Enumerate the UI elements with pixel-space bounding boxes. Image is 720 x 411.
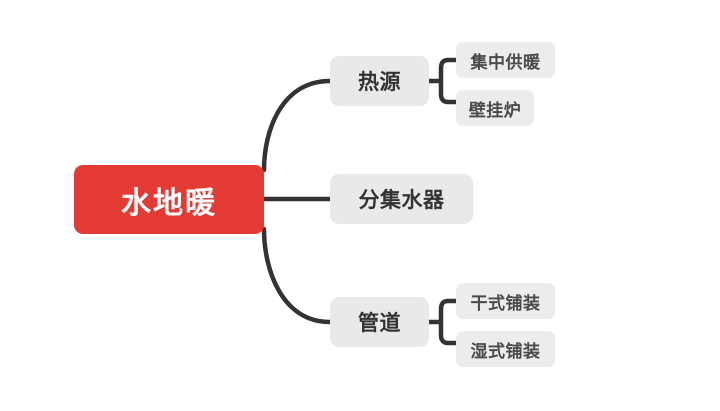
branch-node-pipeline[interactable]: 管道 <box>330 297 429 347</box>
leaf-node-dry-installation[interactable]: 干式铺装 <box>456 283 555 319</box>
branch-node-label: 管道 <box>358 311 401 335</box>
root-node[interactable]: 水地暖 <box>74 165 264 234</box>
branch-node-label: 分集水器 <box>358 188 445 212</box>
leaf-node-label: 干式铺装 <box>470 293 541 314</box>
edge-branch-0-bracket <box>438 57 459 105</box>
leaf-node-label: 壁挂炉 <box>468 100 522 121</box>
edge-root-to-branch-2 <box>261 226 333 325</box>
branch-node-label: 热源 <box>358 70 401 94</box>
edge-branch-2-bracket <box>438 298 459 346</box>
leaf-node-wet-installation[interactable]: 湿式铺装 <box>456 331 555 367</box>
leaf-node-label: 湿式铺装 <box>470 341 541 362</box>
branch-node-manifold[interactable]: 分集水器 <box>330 174 473 224</box>
leaf-node-wall-hung-boiler[interactable]: 壁挂炉 <box>456 90 534 126</box>
leaf-node-label: 集中供暖 <box>470 52 541 73</box>
leaf-node-central-heating[interactable]: 集中供暖 <box>456 42 555 78</box>
edge-root-to-branch-0 <box>261 78 333 173</box>
branch-node-heat-source[interactable]: 热源 <box>330 56 429 106</box>
root-node-label: 水地暖 <box>121 185 217 221</box>
